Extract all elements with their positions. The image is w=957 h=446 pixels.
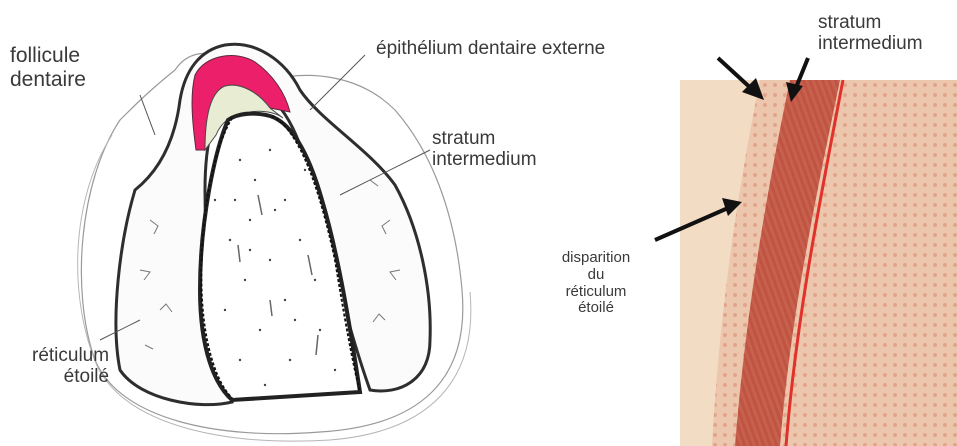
label-disparition: disparition du réticulum étoilé [546, 250, 646, 317]
label-follicule: follicule dentaire [10, 44, 86, 91]
label-stratum-right: stratum intermedium [818, 12, 923, 55]
label-stratum-left: stratum intermedium [432, 128, 537, 171]
label-epithelium-externe: épithélium dentaire externe [376, 38, 605, 59]
label-reticulum-left: réticulum étoilé [32, 345, 109, 388]
